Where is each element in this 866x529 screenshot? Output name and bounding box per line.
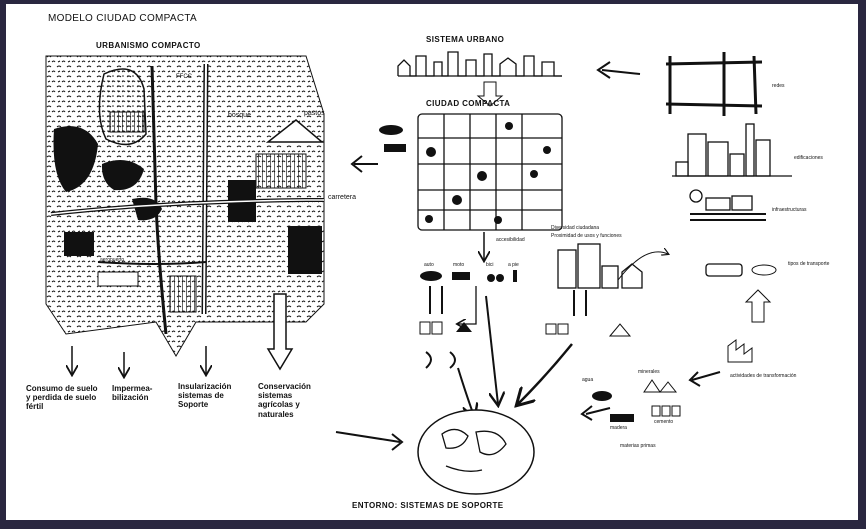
madera-label: madera — [610, 426, 627, 431]
agua-label: agua — [582, 378, 593, 383]
impact-conservacion: Conservación sistemas agrícolas y natura… — [258, 382, 328, 419]
impact-impermeabilizacion: Impermea-bilización — [112, 384, 172, 402]
materias-primas-label: materias primas — [620, 444, 656, 449]
label-pastos: pastos — [304, 110, 325, 117]
label-carretera: carretera — [328, 194, 356, 201]
label-bosque: bosque — [228, 112, 251, 119]
footer-label: ENTORNO: SISTEMAS DE SOPORTE — [352, 502, 504, 510]
minerales-label: minerales — [638, 370, 660, 375]
transport-label-bici: bici — [486, 263, 494, 268]
label-ffcc: FFCC — [176, 74, 192, 80]
urban-map — [46, 56, 378, 376]
impact-insularizacion: Insularización sistemas de Soporte — [178, 382, 252, 410]
diagram-canvas: MODELO CIUDAD COMPACTA URBANISMO COMPACT… — [6, 4, 858, 520]
transport-label-moto: moto — [453, 263, 464, 268]
diversity-line2: Proximidad de usos y funciones — [551, 234, 622, 239]
actividades-label: actividades de transformación — [730, 374, 796, 379]
diversity-line1: Diversidad ciudadana — [551, 226, 599, 231]
impact-consumo-suelo: Consumo de suelo y perdida de suelo fért… — [26, 384, 104, 412]
infraestructuras-label: infraestructuras — [772, 208, 806, 213]
transport-label-auto: auto — [424, 263, 434, 268]
redes-label: redes — [772, 84, 785, 89]
sistema-urbano-label: SISTEMA URBANO — [426, 36, 504, 44]
label-aeropuerto: aeropuerto — [100, 258, 124, 263]
ciudad-compacta-label: CIUDAD COMPACTA — [426, 100, 510, 108]
accesibilidad-label: accesibilidad — [496, 238, 525, 243]
edificaciones-label: edificaciones — [794, 156, 823, 161]
tipos-transporte-label: tipos de transporte — [788, 262, 829, 267]
diagram-title: MODELO CIUDAD COMPACTA — [48, 14, 197, 24]
transport-label-a-pie: a pie — [508, 263, 519, 268]
urbanism-heading: URBANISMO COMPACTO — [96, 42, 201, 50]
cemento-label: cemento — [654, 420, 673, 425]
support-systems — [592, 52, 792, 422]
